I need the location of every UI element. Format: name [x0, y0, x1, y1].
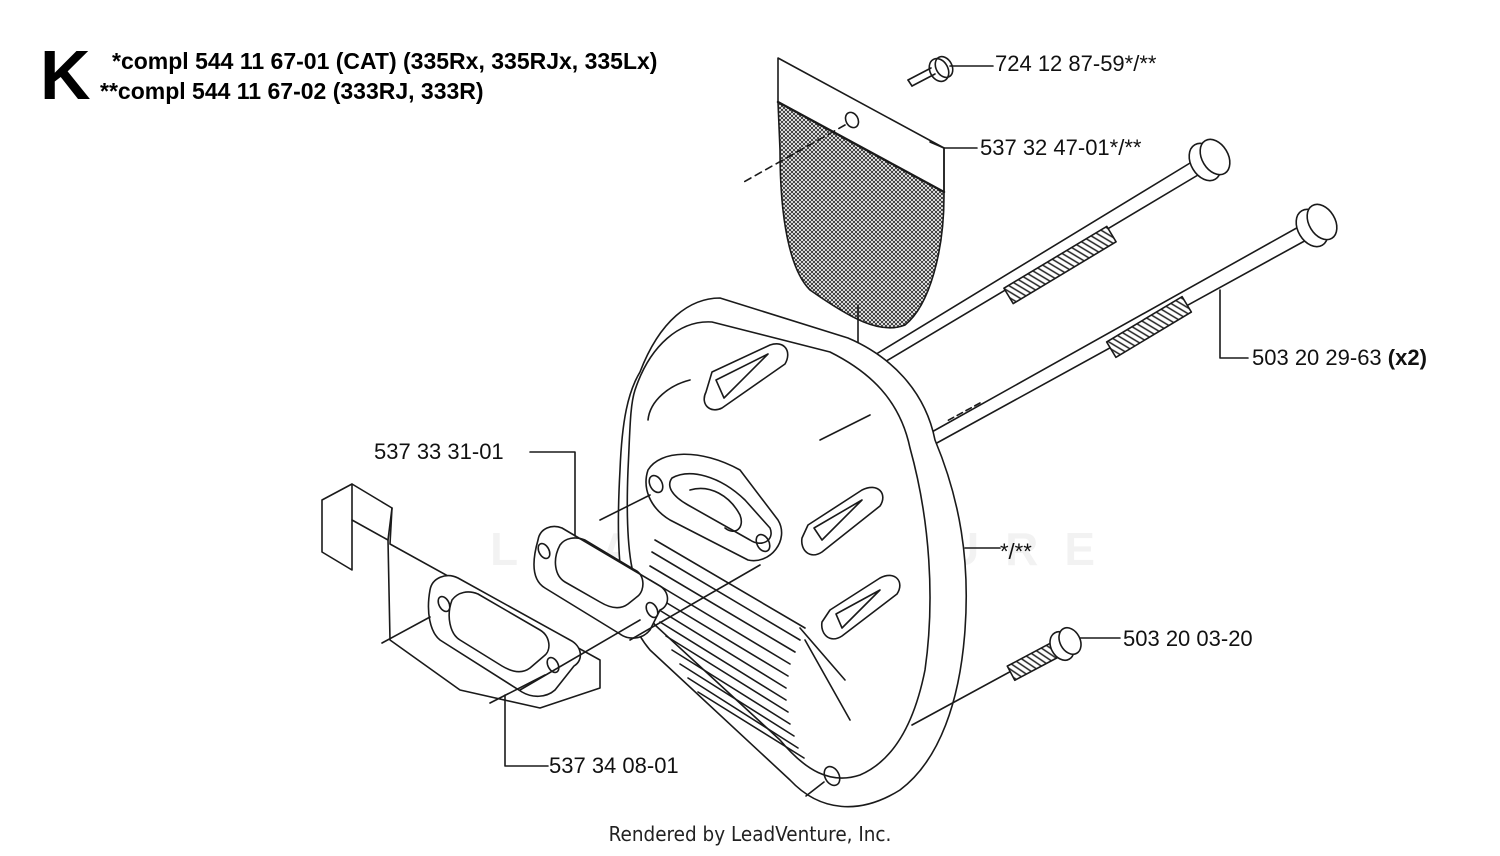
callout-plate-gasket: 537 34 08-01 [549, 753, 679, 778]
callout-long-bolt-number: 503 20 29-63 [1252, 345, 1382, 370]
heat-shield-plate [321, 483, 641, 767]
spark-screen [741, 57, 978, 346]
screw-top [907, 55, 994, 87]
header-compl-cat: *compl 544 11 67-01 (CAT) (335Rx, 335RJx… [112, 48, 658, 74]
callout-screw-top: 724 12 87-59*/** [995, 51, 1157, 76]
callout-long-bolt-qty: (x2) [1387, 345, 1427, 370]
callout-long-bolt: 503 20 29-63 (x2) [1252, 346, 1427, 370]
screw-bottom [911, 626, 1121, 726]
header-compl-non-cat: **compl 544 11 67-02 (333RJ, 333R) [100, 78, 484, 104]
callout-screw-bottom: 503 20 03-20 [1123, 626, 1253, 651]
footer-credit: Rendered by LeadVenture, Inc. [608, 822, 892, 846]
gasket-upper [529, 451, 761, 641]
long-bolt-1 [872, 138, 1231, 367]
callout-muffler: */** [1000, 539, 1032, 564]
long-bolt-2 [929, 203, 1338, 445]
callout-gasket: 537 33 31-01 [374, 439, 504, 464]
section-letter: K [40, 36, 91, 114]
callout-screen: 537 32 47-01*/** [980, 135, 1142, 160]
muffler-body [617, 297, 1001, 808]
